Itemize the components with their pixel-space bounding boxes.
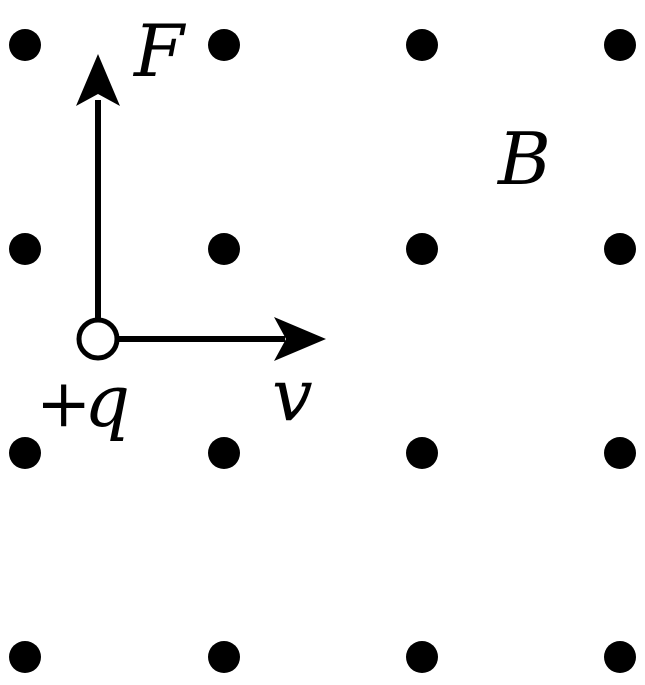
velocity-vector bbox=[118, 317, 326, 361]
field-dot bbox=[604, 29, 636, 61]
force-vector bbox=[76, 54, 120, 318]
field-dot bbox=[9, 437, 41, 469]
field-dot bbox=[406, 233, 438, 265]
field-dot bbox=[604, 233, 636, 265]
velocity-label: v bbox=[272, 353, 313, 437]
force-label: F bbox=[132, 9, 187, 93]
force-arrowhead bbox=[76, 54, 120, 106]
magnetic-field-dots bbox=[9, 29, 636, 673]
field-dot bbox=[9, 233, 41, 265]
charge-sign-label: + bbox=[36, 365, 91, 442]
field-dot bbox=[604, 437, 636, 469]
field-dot bbox=[208, 233, 240, 265]
field-dot bbox=[604, 641, 636, 673]
field-dot bbox=[406, 641, 438, 673]
charge-particle bbox=[76, 317, 120, 361]
velocity-arrowhead bbox=[274, 317, 326, 361]
field-dot bbox=[208, 437, 240, 469]
field-dot bbox=[208, 29, 240, 61]
field-label: B bbox=[496, 117, 551, 201]
field-dot bbox=[208, 641, 240, 673]
field-dot bbox=[406, 437, 438, 469]
field-dot bbox=[9, 641, 41, 673]
field-dot bbox=[9, 29, 41, 61]
charge-symbol-label: q bbox=[84, 359, 130, 443]
field-dot bbox=[406, 29, 438, 61]
